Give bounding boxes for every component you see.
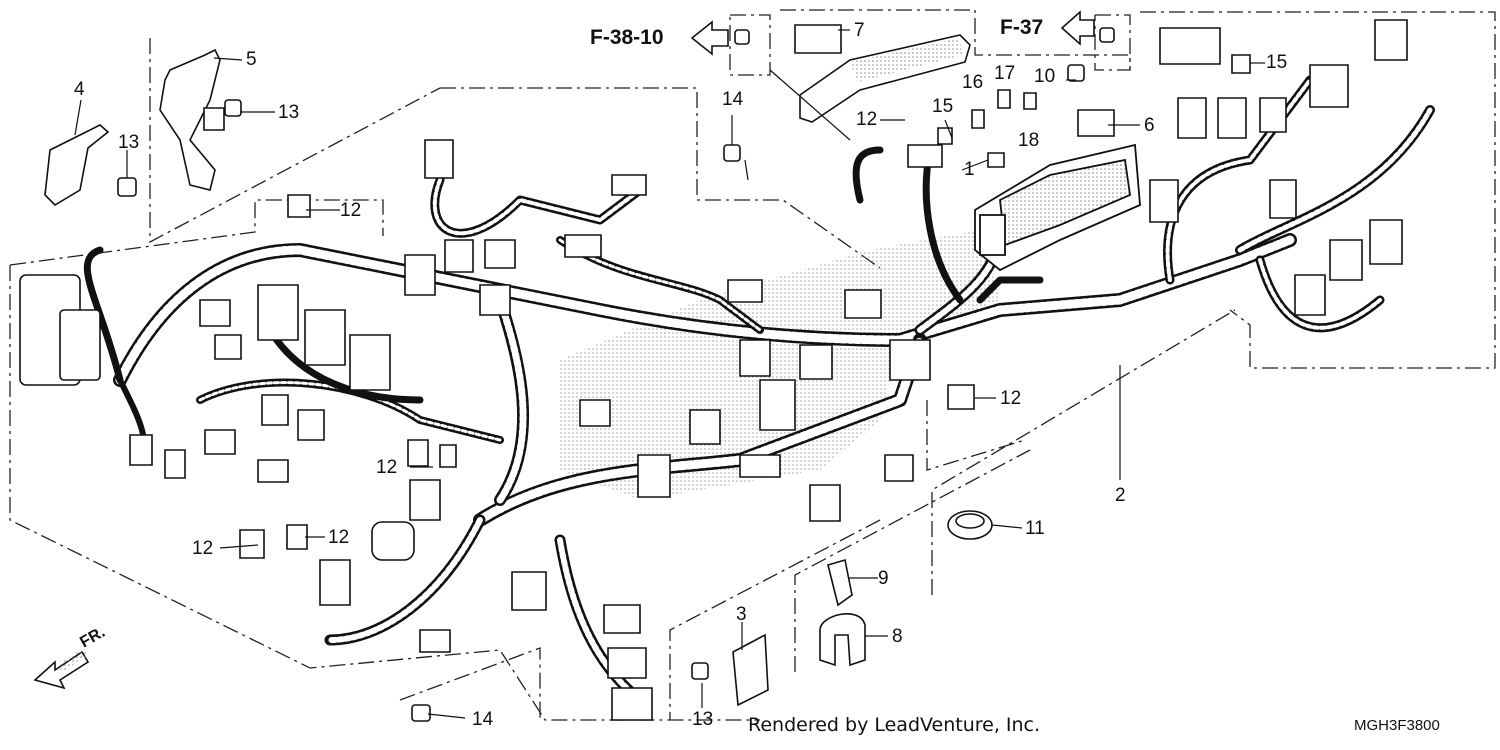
part-label-12c[interactable]: 12 — [1000, 388, 1022, 409]
part-label-1[interactable]: 1 — [964, 159, 975, 180]
part-label-12b[interactable]: 12 — [856, 109, 878, 130]
part-label-3[interactable]: 3 — [736, 604, 747, 625]
part-label-12e[interactable]: 12 — [192, 538, 214, 559]
part-label-13c[interactable]: 13 — [692, 709, 714, 730]
part-label-15b[interactable]: 15 — [1266, 52, 1288, 73]
part-label-12a[interactable]: 12 — [340, 200, 362, 221]
ref-label-f38-10[interactable]: F-38-10 — [590, 26, 664, 49]
hardware-parts — [45, 28, 1250, 721]
part-label-12d[interactable]: 12 — [376, 457, 398, 478]
part-label-13a[interactable]: 13 — [278, 102, 300, 123]
part-label-7[interactable]: 7 — [854, 20, 865, 41]
main-harness — [87, 80, 1430, 700]
fuse-box — [975, 145, 1140, 270]
part-label-14a[interactable]: 14 — [722, 89, 744, 110]
ref-arrows — [692, 12, 1094, 54]
part-label-9[interactable]: 9 — [878, 568, 889, 589]
part-label-15a[interactable]: 15 — [932, 96, 954, 117]
part-label-10[interactable]: 10 — [1034, 66, 1056, 87]
part-label-2[interactable]: 2 — [1115, 485, 1126, 506]
harness-cover — [560, 230, 1000, 500]
part-label-5[interactable]: 5 — [246, 49, 257, 70]
part-label-17[interactable]: 17 — [994, 63, 1016, 84]
connectors — [20, 20, 1407, 720]
part-label-14b[interactable]: 14 — [472, 709, 494, 730]
render-credit: Rendered by LeadVenture, Inc. — [748, 714, 1041, 736]
leader-lines — [75, 30, 1265, 718]
part-label-8[interactable]: 8 — [892, 626, 903, 647]
fuse-box-cover — [795, 25, 970, 122]
part-label-18[interactable]: 18 — [1018, 130, 1040, 151]
part-label-12f[interactable]: 12 — [328, 527, 350, 548]
part-label-16[interactable]: 16 — [962, 72, 984, 93]
ref-label-f37[interactable]: F-37 — [1000, 16, 1044, 39]
part-label-13b[interactable]: 13 — [118, 132, 140, 153]
diagram-code: MGH3F3800 — [1354, 717, 1440, 734]
assembly-frame — [10, 10, 1495, 720]
front-arrow-icon — [35, 648, 88, 688]
part-label-6[interactable]: 6 — [1144, 115, 1155, 136]
part-label-11[interactable]: 11 — [1025, 518, 1045, 539]
part-label-4[interactable]: 4 — [74, 79, 85, 100]
